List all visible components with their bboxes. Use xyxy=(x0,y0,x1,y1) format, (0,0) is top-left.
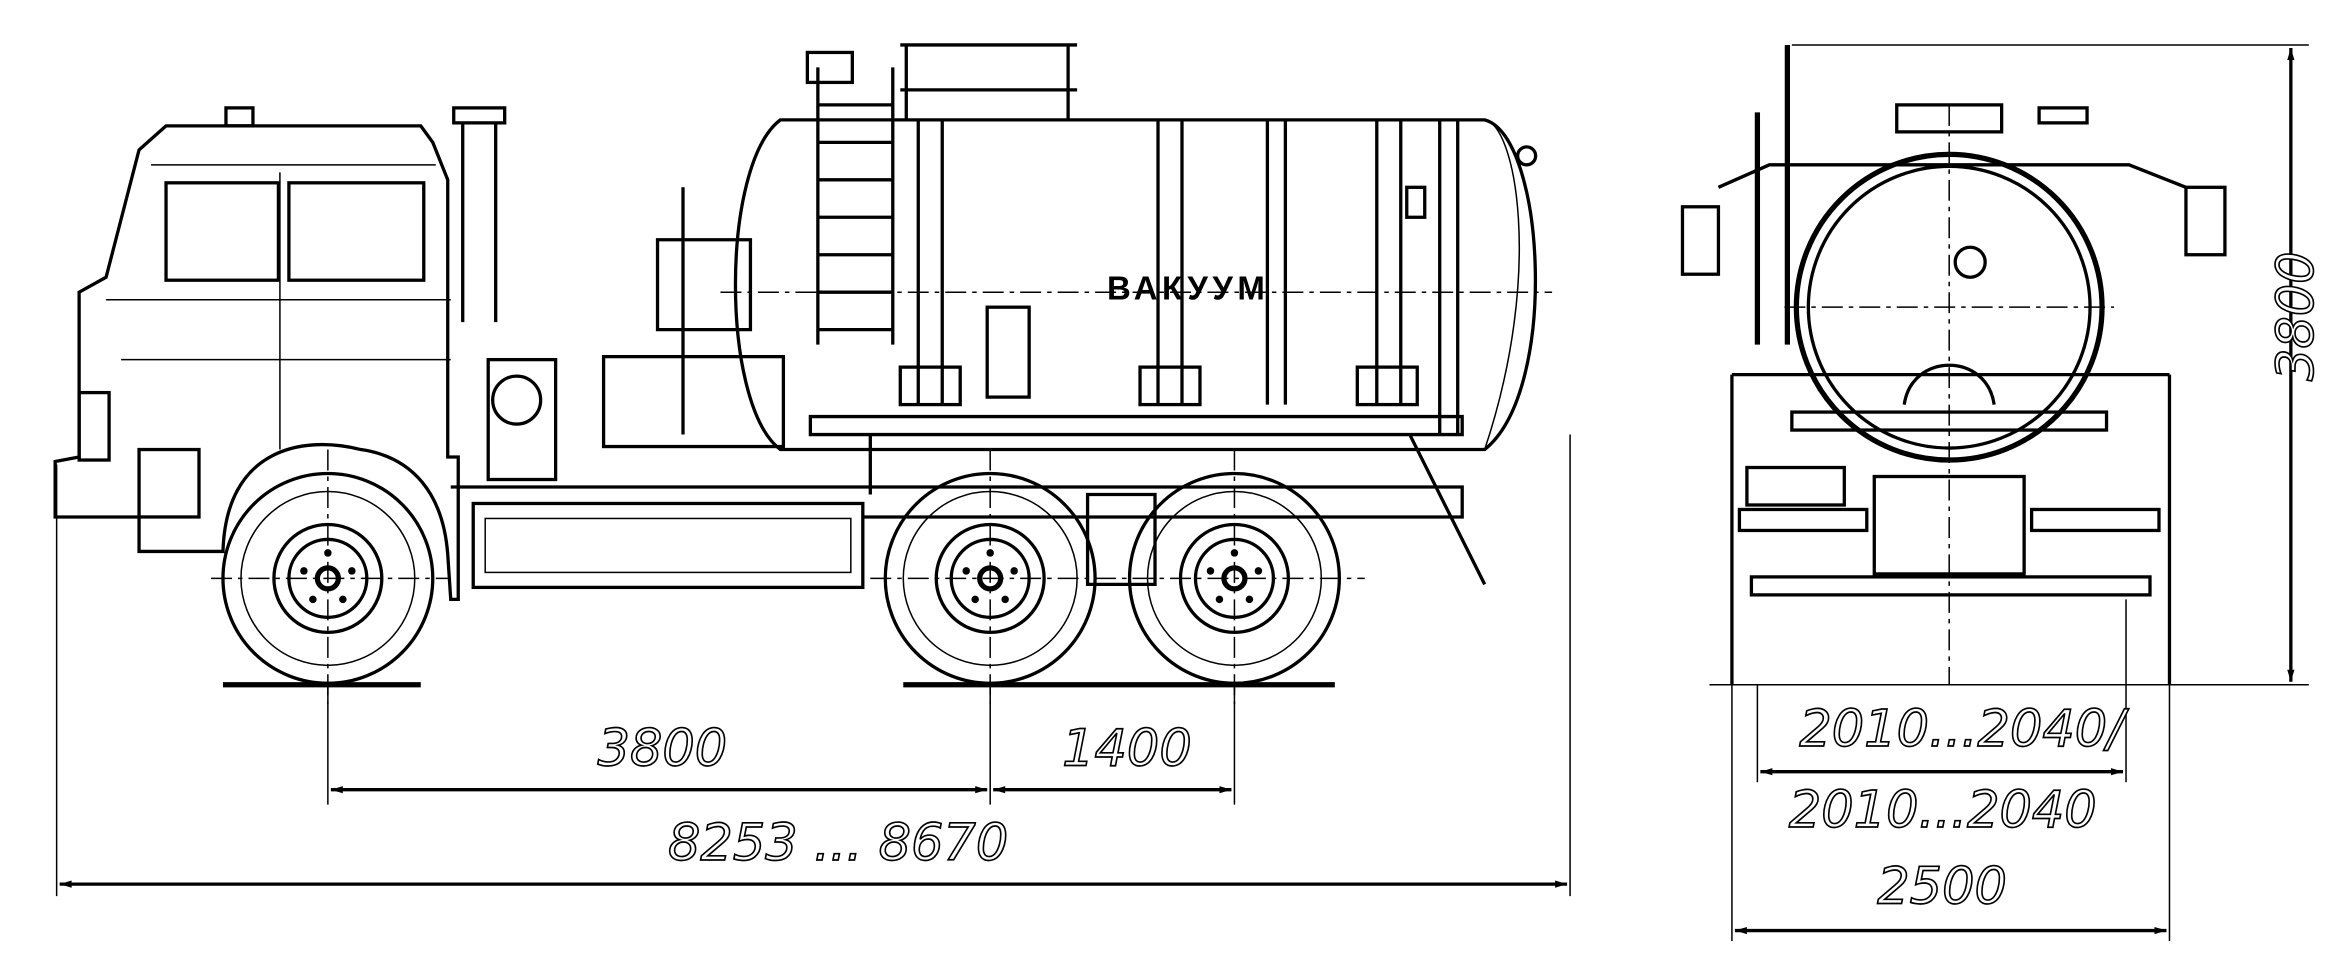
rear-view: 2010...2040/ 2010...2040 2500 3800 xyxy=(1680,44,2327,942)
overall-width-dimension: 2500 xyxy=(1877,858,2007,917)
side-dimensions: 3800 1400 8253 ... 8670 xyxy=(55,434,1571,897)
cab xyxy=(53,106,507,602)
tank-label: ВАКУУМ xyxy=(1107,270,1269,307)
vacuum-tank: ВАКУУМ xyxy=(720,43,1553,452)
overall-length-dimension: 8253 ... 8670 xyxy=(668,814,1008,873)
side-view: ВАКУУМ 3800 1400 8253 ... 8670 xyxy=(53,43,1571,897)
track-rear-dimension: 2010...2040 xyxy=(1789,781,2097,840)
wheels xyxy=(210,449,1365,705)
chassis-frame xyxy=(450,187,1487,590)
track-front-dimension: 2010...2040/ xyxy=(1799,700,2129,759)
bogie-dimension: 1400 xyxy=(1062,720,1192,779)
wheelbase-dimension: 3800 xyxy=(598,720,728,779)
overall-height-dimension: 3800 xyxy=(2267,251,2326,381)
